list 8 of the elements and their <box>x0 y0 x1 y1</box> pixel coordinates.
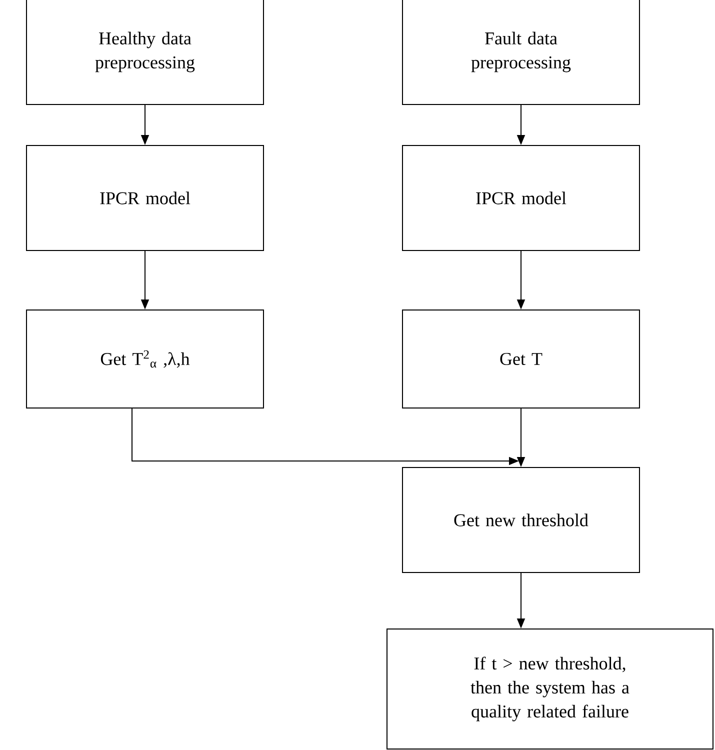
process-box: Fault data preprocessing <box>402 0 640 105</box>
process-box: IPCR model <box>26 145 264 251</box>
process-box: If t > new threshold, then the system has a quality related failure <box>386 628 714 750</box>
process-box: Get T <box>402 310 640 408</box>
process-box: Get new threshold <box>402 467 640 573</box>
process-box: Healthy data preprocessing <box>26 0 264 105</box>
process-box: IPCR model <box>402 145 640 251</box>
process-box: Get T$^{2}$$_{α}$ ,λ,h <box>26 310 264 408</box>
